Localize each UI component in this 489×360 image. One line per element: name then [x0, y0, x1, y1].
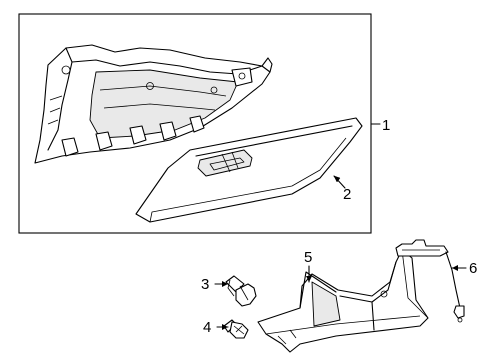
- leader-lines: [214, 123, 467, 330]
- glove-box-housing: [34, 44, 273, 164]
- callout-3: 3: [201, 276, 209, 293]
- callout-1: 1: [382, 117, 390, 134]
- lower-trim-panel: [257, 249, 429, 353]
- push-pin-clip: [225, 275, 257, 307]
- damper-cable: [395, 239, 465, 323]
- screw: [223, 319, 249, 339]
- callout-2: 2: [343, 186, 351, 203]
- callout-4: 4: [203, 319, 211, 336]
- callout-5: 5: [304, 249, 312, 266]
- callout-6: 6: [469, 260, 477, 277]
- glove-box-door: [135, 117, 363, 223]
